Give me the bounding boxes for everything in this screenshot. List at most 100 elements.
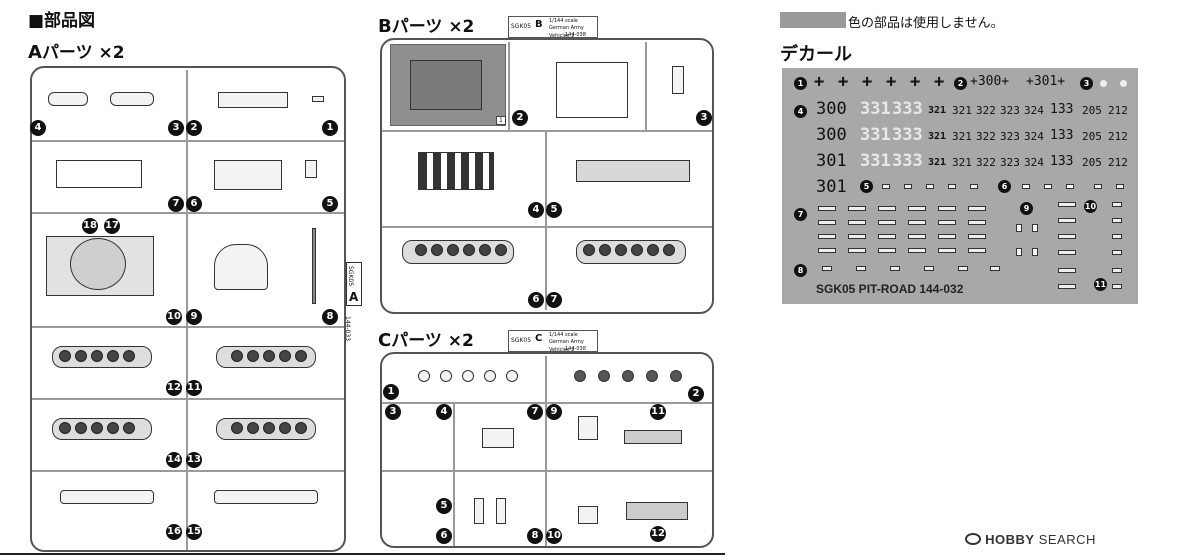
decal-digit: 301 (816, 151, 847, 171)
sprue-b-heading-text: パーツ ×2 (391, 17, 475, 37)
part-number: 5 (322, 196, 338, 212)
decal-cross: + (886, 72, 897, 92)
decal-mark (1116, 184, 1124, 189)
part-shape (60, 490, 154, 504)
part-shape (218, 92, 288, 108)
decal-digit: 133 (1050, 154, 1074, 169)
decal-plate (848, 220, 866, 225)
decal-mark (1100, 80, 1107, 87)
decal-digit: 331 (860, 125, 891, 145)
part-number: 5 (436, 498, 452, 514)
decal-plate (938, 206, 956, 211)
decal-mark (1120, 80, 1127, 87)
part-number: 5 (546, 202, 562, 218)
track-part (216, 346, 316, 368)
part-shape (672, 66, 684, 94)
part-shape (624, 430, 682, 444)
sprue-c-divider (453, 402, 455, 546)
part-number: 3 (696, 110, 712, 126)
part-shape (70, 238, 126, 290)
decal-cross: + (862, 72, 873, 92)
part-number: 12 (166, 380, 182, 396)
track-part (52, 346, 152, 368)
part-number: 4 (30, 120, 46, 136)
decal-plate (1112, 250, 1122, 255)
sprue-b-heading: Bパーツ ×2 (378, 12, 474, 37)
part-number: 4 (528, 202, 544, 218)
part-number: 13 (186, 452, 202, 468)
part-shape (56, 160, 142, 188)
part-number: 12 (650, 526, 666, 542)
decal-mark (1094, 184, 1102, 189)
decal-plate (878, 248, 896, 253)
sprue-b-letter: B (378, 16, 392, 37)
sprue-c-tab-letter: C (535, 333, 543, 344)
part-number: 3 (168, 120, 184, 136)
part-shape (312, 96, 324, 102)
decal-digit: 300 (816, 99, 847, 119)
watermark: HOBBY SEARCH (965, 532, 1096, 547)
wheel-part (622, 370, 634, 382)
part-number: 8 (527, 528, 543, 544)
decal-digit: 301 (816, 177, 847, 197)
part-shape (418, 152, 494, 190)
decal-mark (970, 184, 978, 189)
decal-number: 3 (1080, 77, 1093, 90)
section-title: ■部品図 (28, 11, 96, 31)
decal-digit: 321 (928, 131, 947, 142)
decal-plate (1058, 268, 1076, 273)
decal-plate (1112, 268, 1122, 273)
sprue-a-side-text: 144-033 (344, 316, 351, 342)
decal-mark (926, 184, 934, 189)
wheel-part (440, 370, 452, 382)
decal-plate (1058, 250, 1076, 255)
part-shape (474, 498, 484, 524)
decal-plate (848, 234, 866, 239)
part-shape (578, 416, 598, 440)
track-part (402, 240, 514, 264)
decal-digit: 324 (1024, 156, 1044, 169)
decal-plate (878, 206, 896, 211)
decal-plate (848, 248, 866, 253)
decal-cross: + (838, 72, 849, 92)
part-shape (305, 160, 317, 178)
sprue-c-heading: Cパーツ ×2 (378, 326, 474, 351)
part-shape (410, 60, 482, 110)
part-shape (110, 92, 154, 106)
decal-digit: 322 (976, 156, 996, 169)
sprue-a-runner (32, 212, 344, 214)
decal-plate (818, 220, 836, 225)
decal-plate (938, 234, 956, 239)
decal-digit: 212 (1108, 104, 1128, 117)
decal-number: 8 (794, 264, 807, 277)
sprue-b-tab-letter: B (535, 19, 543, 30)
decal-plate (1058, 284, 1076, 289)
part-number: 9 (186, 309, 202, 325)
sprue-a-side-tab-letter: A (349, 290, 359, 304)
decal-digit: 133 (1050, 128, 1074, 143)
track-part (576, 240, 686, 264)
decal-plate (1112, 218, 1122, 223)
part-number: 15 (186, 524, 202, 540)
sprue-a-runner (32, 470, 344, 472)
wheel-part (484, 370, 496, 382)
decal-number: 6 (998, 180, 1011, 193)
wheel-part (462, 370, 474, 382)
decal-plate (958, 266, 968, 271)
decal-mark (1022, 184, 1030, 189)
part-shape (48, 92, 88, 106)
part-shape (214, 490, 318, 504)
decal-plate (908, 234, 926, 239)
part-number: 1 (322, 120, 338, 136)
part-number: 2 (186, 120, 202, 136)
part-shape (626, 502, 688, 520)
part-number: 6 (528, 292, 544, 308)
decal-plate (890, 266, 900, 271)
decal-mark (1044, 184, 1052, 189)
decal-plate (990, 266, 1000, 271)
decal-plate (908, 220, 926, 225)
decal-digit: 331 (860, 99, 891, 119)
sprue-b-tab-text: German Army Vehicles 2 (549, 25, 584, 39)
sprue-c-tab-text: 1/144 scale (549, 332, 578, 338)
part-shape (576, 160, 690, 182)
